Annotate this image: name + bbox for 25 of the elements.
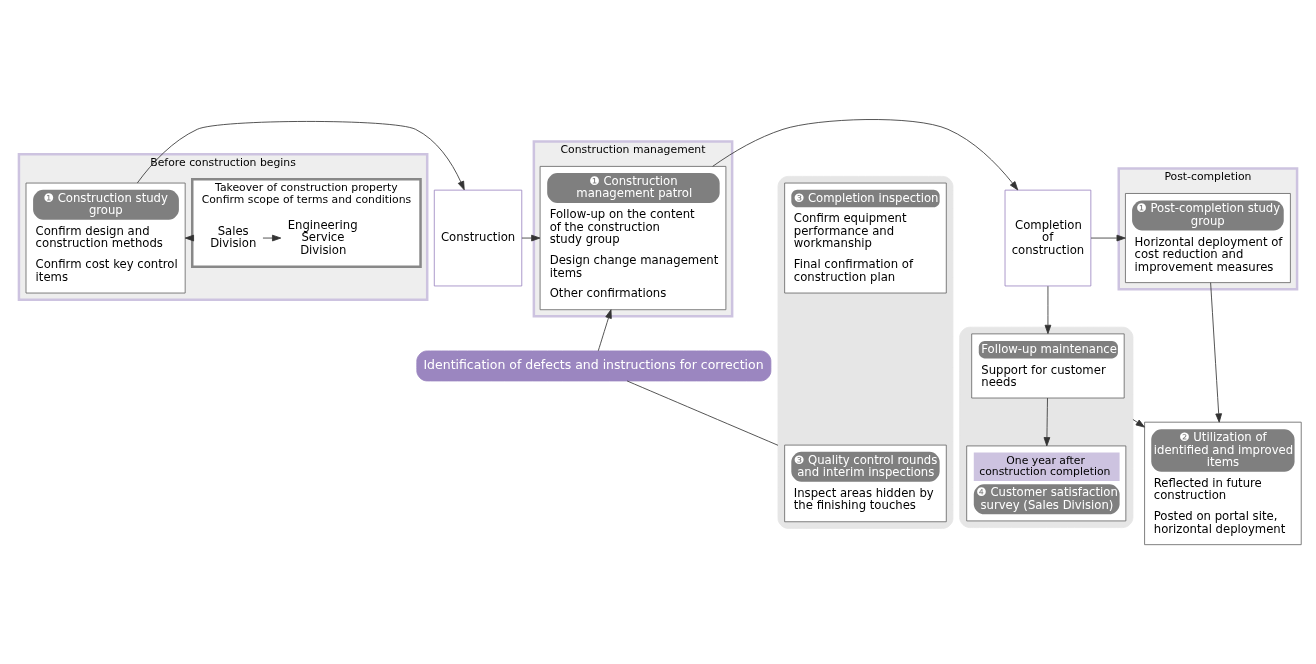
node-box: ❸ Completion inspection Confirm equipment performance and workmanship Final confirmation of construction plan [784,182,947,294]
node-box: ❷ Utilization of identified and improved items Reflected in future construction Posted on portal site, horizontal deployment [1144,421,1302,546]
node-box: Completion of construction [1004,189,1092,287]
node-box: ❸ Quality control rounds and interim inspections Inspect areas hidden by the finishing touches [784,444,947,523]
node-text: Sales Division [210,223,257,251]
node-box: Follow-up maintenance Support for customer needs [971,333,1125,399]
connector [626,380,779,446]
node-box: Construction [433,189,523,287]
arrow [1043,397,1051,447]
arrow [1090,234,1126,242]
node-text: Engineering Service Division [287,217,358,257]
arrow [1132,419,1145,428]
arrow [137,121,465,191]
node-box: ❶ Construction study group Confirm design and construction methods Confirm cost key control items [25,182,186,294]
node-box: ❶ Construction management patrol Follow-up on the content of the construction study group Design change management items Other confirmations [539,165,727,311]
arrow [712,119,1019,191]
node-box: One year after construction completion ❹ Customer satisfaction survey (Sales Division) [966,445,1127,522]
arrow [521,234,541,242]
arrow [1210,282,1222,423]
cluster [777,175,954,529]
arrow [262,234,282,242]
node-box: ❶ Post-completion study group Horizontal deployment of cost reduction and improvement measures [1125,193,1291,284]
arrow [1044,285,1052,334]
arrow [597,309,612,352]
node-box: Identification of defects and instructions for correction [416,350,772,382]
